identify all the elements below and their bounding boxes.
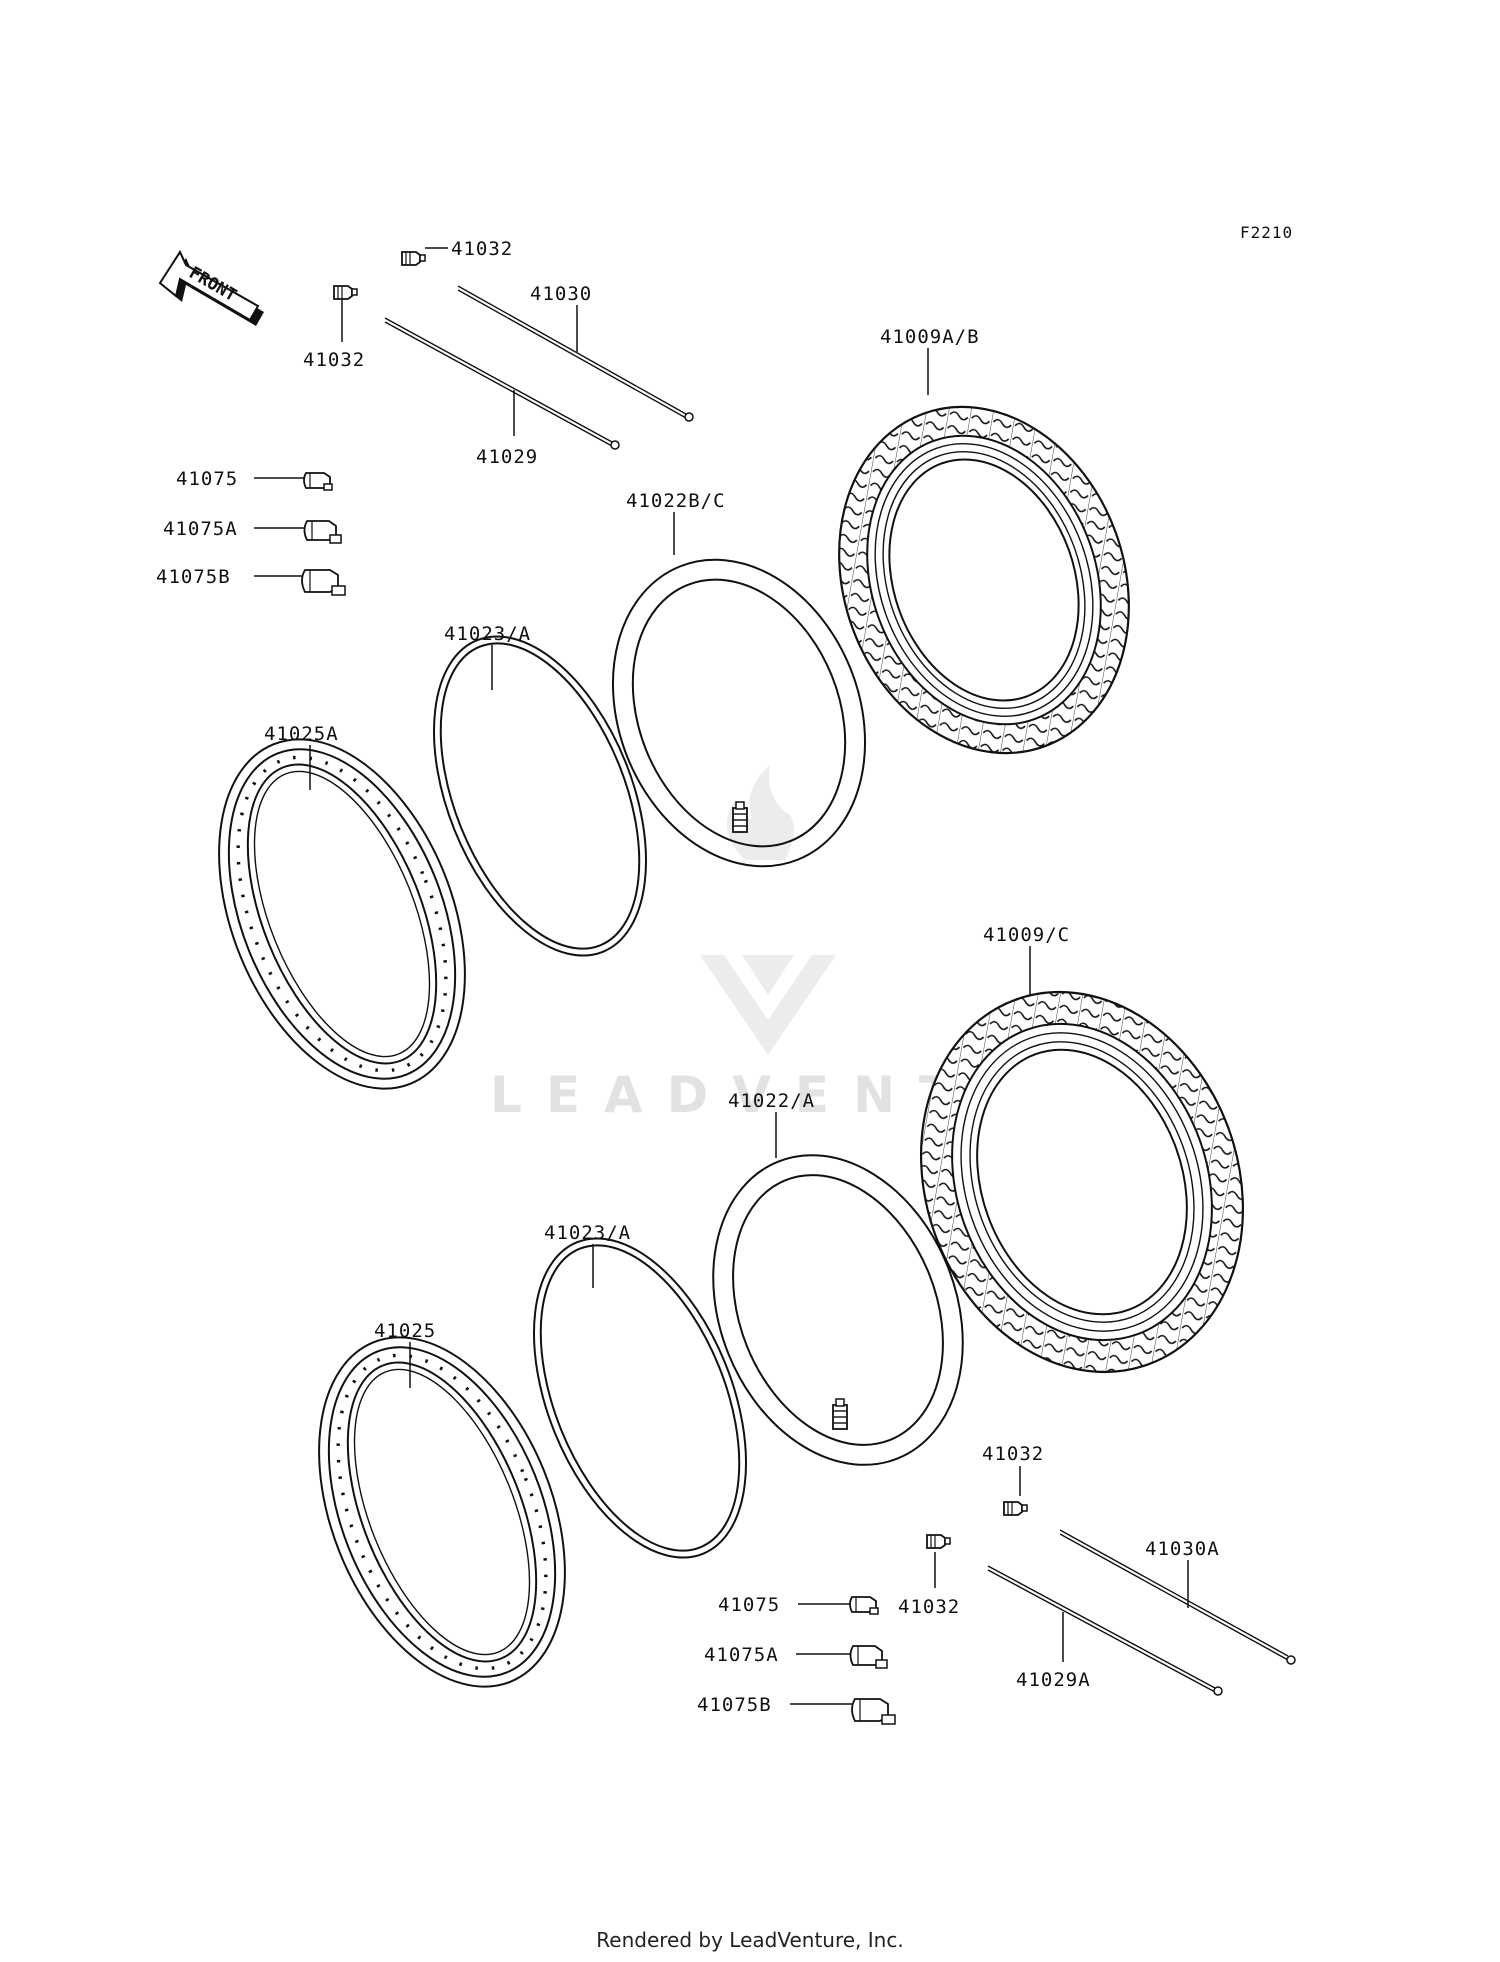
weight-41075-top xyxy=(303,472,333,491)
label-41009AB: 41009A/B xyxy=(880,326,980,348)
label-41022BC: 41022B/C xyxy=(626,490,726,512)
nipple-41032-bottom-left xyxy=(926,1534,951,1549)
label-41032-bottom-right: 41032 xyxy=(982,1443,1044,1465)
label-41023A-bottom: 41023/A xyxy=(544,1222,631,1244)
rim-41025 xyxy=(318,1336,566,1688)
front-arrow-icon: FRONT xyxy=(158,249,264,326)
weight-41075B-top xyxy=(301,569,346,596)
label-41022A: 41022/A xyxy=(728,1090,815,1112)
label-41075-bottom: 41075 xyxy=(718,1594,780,1616)
nipple-41032-top-left xyxy=(333,285,358,300)
tire-41009AB xyxy=(838,405,1130,755)
label-41075B-top: 41075B xyxy=(156,566,231,588)
spoke-41029 xyxy=(384,317,620,450)
label-41032-top-right: 41032 xyxy=(451,238,513,260)
label-41032-bottom-left: 41032 xyxy=(898,1596,960,1618)
label-41075B-bottom: 41075B xyxy=(697,1694,772,1716)
label-41032-top-left: 41032 xyxy=(303,349,365,371)
part-labels: 41032 41032 41030 41029 41009A/B 41075 4… xyxy=(156,238,1220,1716)
label-41009C: 41009/C xyxy=(983,924,1070,946)
label-41075-top: 41075 xyxy=(176,468,238,490)
tire-41009C xyxy=(919,990,1245,1374)
tube-41022BC xyxy=(611,558,867,868)
spoke-41030 xyxy=(457,285,694,422)
rim-band-41023A-top xyxy=(432,635,648,957)
label-41023A-top: 41023/A xyxy=(444,623,531,645)
weight-41075B-bottom xyxy=(851,1698,896,1725)
label-41075A-bottom: 41075A xyxy=(704,1644,779,1666)
tube-valve-top-icon xyxy=(732,801,748,833)
weight-41075A-bottom xyxy=(849,1645,888,1669)
label-41025A: 41025A xyxy=(264,723,339,745)
weight-41075A-top xyxy=(303,520,342,544)
nipple-41032-top-right xyxy=(401,251,426,266)
rim-band-41023A-bottom xyxy=(532,1237,748,1559)
label-41029: 41029 xyxy=(476,446,538,468)
footer-credit: Rendered by LeadVenture, Inc. xyxy=(596,1928,903,1952)
nipple-41032-bottom-right xyxy=(1003,1501,1028,1516)
label-41075A-top: 41075A xyxy=(163,518,238,540)
leader-lines xyxy=(254,247,1189,1705)
diagram-code: F2210 xyxy=(1240,223,1293,242)
label-41030A: 41030A xyxy=(1145,1538,1220,1560)
tube-41022A xyxy=(712,1154,964,1466)
weight-41075-bottom xyxy=(849,1596,879,1615)
label-41029A: 41029A xyxy=(1016,1669,1091,1691)
label-41030: 41030 xyxy=(530,283,592,305)
spoke-41029A xyxy=(987,1565,1223,1696)
spoke-41030A xyxy=(1059,1529,1296,1665)
rim-41025A xyxy=(218,738,466,1090)
tube-valve-bottom-icon xyxy=(832,1398,848,1430)
label-41025: 41025 xyxy=(374,1320,436,1342)
